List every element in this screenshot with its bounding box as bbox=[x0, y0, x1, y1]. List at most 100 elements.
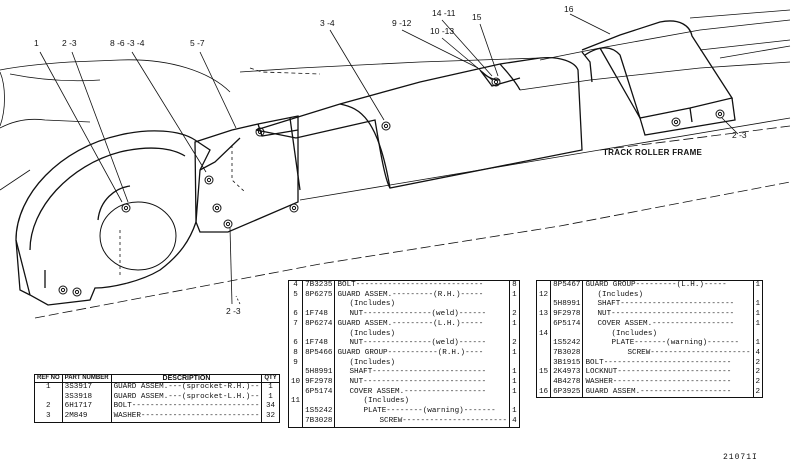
ref-cell bbox=[288, 300, 304, 311]
description-cell: SCREW----------------------- bbox=[334, 416, 511, 428]
qty-cell: 32 bbox=[266, 412, 276, 421]
part-number-cell: 6P5174 bbox=[302, 387, 336, 398]
description-cell: GUARD ASSEM.---(sprocket-R.H.)-- bbox=[111, 382, 263, 393]
description-cell: BOLT---------------------------- bbox=[334, 280, 511, 291]
qty-cell: 1 bbox=[755, 281, 761, 289]
part-number-cell bbox=[302, 358, 336, 369]
description-cell: BOLT---------------------------- bbox=[582, 358, 754, 369]
ref-cell bbox=[536, 300, 552, 311]
description-cell: GUARD GROUP-----------(R.H.)---- bbox=[334, 348, 511, 359]
part-number-cell: 6H1717 bbox=[62, 402, 112, 413]
sprocket-guard bbox=[15, 130, 211, 306]
description-cell: GUARD ASSEM.---------(R.H.)----- bbox=[334, 290, 511, 301]
ref-cell: 10 bbox=[288, 378, 304, 388]
description-cell: (Includes) bbox=[582, 329, 754, 340]
part-number-cell: 5H8991 bbox=[550, 300, 584, 311]
ref-cell bbox=[288, 329, 304, 340]
description-cell: GUARD ASSEM.-------------------- bbox=[582, 387, 754, 398]
part-number-cell bbox=[302, 300, 336, 311]
ref-cell: 6 bbox=[288, 310, 304, 320]
rear-guard bbox=[581, 20, 736, 136]
ref-cell: 12 bbox=[536, 290, 552, 301]
table-row: (Includes) bbox=[288, 329, 520, 340]
bolt-heads bbox=[58, 77, 725, 297]
part-number-cell: 8P6275 bbox=[302, 290, 336, 301]
ref-cell bbox=[34, 392, 63, 403]
callout-3-4: 3 -4 bbox=[320, 18, 335, 28]
qty-cell: 1 bbox=[512, 319, 517, 328]
callout-labels: 1 2 -3 8 -6 -3 -4 5 -7 3 -4 9 -12 14 -11… bbox=[34, 4, 747, 316]
part-number-cell bbox=[302, 329, 336, 340]
callout-5-7: 5 -7 bbox=[190, 38, 205, 48]
qty-cell: 34 bbox=[266, 402, 276, 411]
table-header-row: REF NO PART NUMBER DESCRIPTION QTY bbox=[34, 374, 280, 383]
description-cell: WASHER-------------------------- bbox=[111, 412, 263, 423]
description-cell: COVER ASSEM.------------------ bbox=[582, 319, 754, 330]
qty-cell bbox=[510, 397, 520, 407]
description-cell: NUT---------------(weld)------ bbox=[334, 310, 511, 320]
qty-cell bbox=[753, 291, 763, 301]
part-number-cell: 1S5242 bbox=[550, 339, 584, 349]
ref-cell: 9 bbox=[288, 358, 304, 369]
part-number-cell: 9F2978 bbox=[550, 310, 584, 320]
qty-cell: 2 bbox=[755, 387, 761, 396]
qty-cell: 1 bbox=[512, 407, 517, 416]
figure-number: 21071I bbox=[723, 453, 758, 462]
ref-cell: 7 bbox=[288, 319, 304, 330]
ref-cell bbox=[536, 378, 552, 388]
header-qty: QTY bbox=[261, 374, 280, 383]
ref-cell: 3 bbox=[34, 412, 63, 423]
part-number-cell: 8P6274 bbox=[302, 319, 336, 330]
qty-cell: 4 bbox=[512, 416, 517, 425]
callout-1: 1 bbox=[34, 38, 39, 48]
callout-15: 15 bbox=[472, 12, 482, 22]
ref-cell bbox=[288, 368, 304, 379]
track-roller-frame-label: TRACK ROLLER FRAME bbox=[603, 148, 703, 157]
ref-cell bbox=[288, 407, 304, 417]
main-long-guard bbox=[255, 56, 583, 189]
qty-cell bbox=[510, 359, 520, 369]
part-number-cell: 7B3028 bbox=[550, 348, 584, 359]
ref-cell bbox=[536, 339, 552, 349]
part-number-cell: 8P5466 bbox=[302, 348, 336, 359]
table-row: 9(Includes) bbox=[288, 358, 520, 369]
callout-2-3-bottom: 2 -3 bbox=[226, 306, 241, 316]
part-number-cell bbox=[550, 329, 584, 340]
part-number-cell: 2K4973 bbox=[550, 368, 584, 379]
callout-9-12: 9 -12 bbox=[392, 18, 412, 28]
qty-cell: 2 bbox=[755, 368, 761, 377]
description-cell: SHAFT------------------------- bbox=[582, 300, 754, 311]
qty-cell: 1 bbox=[268, 383, 273, 391]
qty-cell: 1 bbox=[512, 368, 517, 377]
qty-cell bbox=[510, 330, 520, 340]
qty-cell: 2 bbox=[755, 358, 761, 367]
description-cell: NUT--------------------------- bbox=[582, 310, 754, 320]
description-cell: GUARD ASSEM.---------(L.H.)----- bbox=[334, 319, 511, 330]
qty-cell bbox=[753, 330, 763, 340]
callout-10-13: 10 -13 bbox=[430, 26, 454, 36]
ref-cell: 8 bbox=[288, 348, 304, 359]
qty-cell: 1 bbox=[755, 319, 761, 328]
description-cell: (Includes) bbox=[334, 397, 511, 408]
ref-cell bbox=[536, 280, 552, 291]
description-cell: BOLT---------------------------- bbox=[111, 402, 263, 413]
